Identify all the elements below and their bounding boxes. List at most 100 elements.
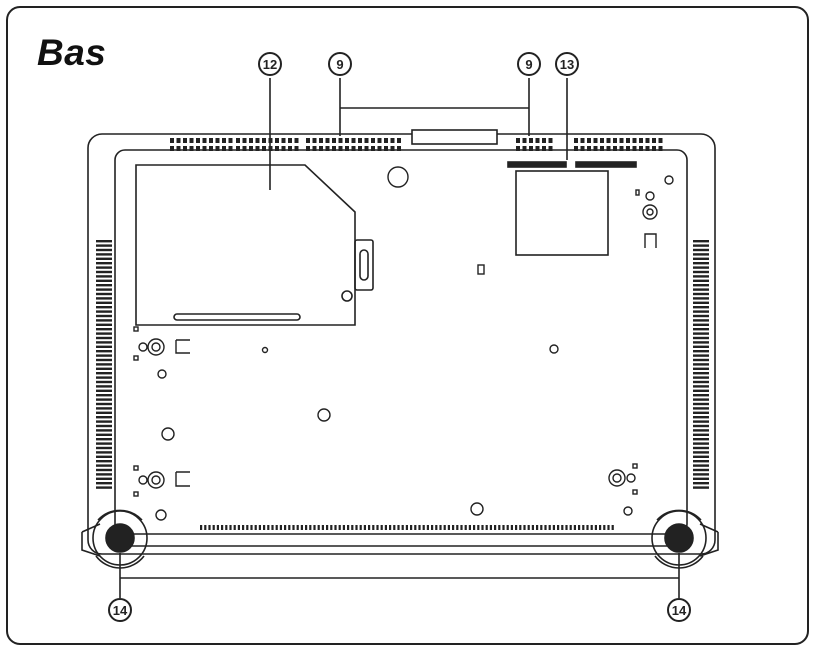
vent-slat xyxy=(306,146,310,151)
vent-slat xyxy=(228,138,233,143)
vent-slat xyxy=(189,138,194,143)
vent-slat xyxy=(693,398,709,401)
callout-9-left: 9 xyxy=(328,52,352,76)
vent-slat xyxy=(96,253,112,256)
vent-slat xyxy=(96,332,112,335)
vent-slat xyxy=(626,138,630,143)
vent-slat xyxy=(390,138,395,143)
vent-slat xyxy=(345,146,349,151)
vent-slat xyxy=(693,270,709,274)
vent-slat xyxy=(456,525,459,530)
vent-slat xyxy=(548,138,553,143)
vent-slat xyxy=(693,306,709,309)
vent-slat xyxy=(96,455,112,458)
vent-slat xyxy=(292,525,295,530)
vent-slat xyxy=(332,138,336,143)
vent-slat xyxy=(96,279,112,282)
vent-slat xyxy=(502,525,505,530)
vent-slat xyxy=(96,398,112,401)
vent-slat xyxy=(225,525,228,530)
vent-slat xyxy=(96,468,112,472)
vent-slat xyxy=(443,525,446,530)
vent-slat xyxy=(96,244,112,247)
vent-slat xyxy=(347,525,350,530)
vent-slat xyxy=(325,146,330,151)
vent-slat xyxy=(693,433,709,436)
vent-slat xyxy=(693,372,709,375)
vent-slat xyxy=(593,146,598,151)
vent-slat xyxy=(363,525,366,530)
vent-slat xyxy=(693,376,709,379)
svg-text:14: 14 xyxy=(113,603,128,618)
vent-slat xyxy=(189,146,194,151)
vent-slat xyxy=(221,525,224,530)
vent-slat xyxy=(611,525,614,530)
vent-slat xyxy=(208,525,211,530)
vent-slat xyxy=(447,525,450,530)
vent-slat xyxy=(506,525,509,530)
vent-slat xyxy=(548,525,551,530)
vent-slat xyxy=(390,146,395,151)
vent-slat xyxy=(565,525,568,530)
vent-slat xyxy=(342,525,345,530)
screws-and-holes xyxy=(133,166,674,521)
vent-slat xyxy=(498,525,501,530)
leader-lines xyxy=(119,78,680,598)
vent-slat xyxy=(176,138,181,143)
vent-slat xyxy=(96,411,112,414)
vent-slat xyxy=(275,138,279,143)
vent-slat xyxy=(96,464,112,467)
vent-slat xyxy=(229,525,232,530)
vent-slat xyxy=(209,138,213,143)
vent-slat xyxy=(170,138,174,143)
vent-slat xyxy=(693,482,709,485)
left-side-vents xyxy=(96,240,112,489)
vent-slat xyxy=(693,363,709,366)
page-frame xyxy=(6,6,809,645)
vent-slat xyxy=(693,486,709,489)
vent-slat xyxy=(377,146,382,151)
vent-slat xyxy=(96,292,112,296)
vent-slat xyxy=(693,284,709,287)
vent-slat xyxy=(693,473,709,476)
vent-slat xyxy=(414,525,417,530)
vent-slat xyxy=(330,525,333,530)
vent-slat xyxy=(96,319,112,322)
lamp-cover xyxy=(135,164,374,326)
vent-slat xyxy=(209,146,213,151)
vent-slat xyxy=(242,146,247,151)
vent-slat xyxy=(183,146,187,151)
vent-slat xyxy=(658,146,663,151)
vent-slat xyxy=(619,138,624,143)
vent-slat xyxy=(693,336,709,340)
vent-slat xyxy=(693,411,709,414)
vent-slat xyxy=(464,525,467,530)
vent-slat xyxy=(548,146,553,151)
vent-slat xyxy=(281,138,286,143)
vent-slat xyxy=(693,416,709,419)
vent-slat xyxy=(196,138,200,143)
vent-slat xyxy=(693,257,709,260)
vent-slat xyxy=(176,146,181,151)
vent-slat xyxy=(693,438,709,441)
vent-slat xyxy=(96,394,112,397)
vent-slat xyxy=(255,138,260,143)
vent-slat xyxy=(645,138,650,143)
vent-slat xyxy=(351,138,356,143)
vent-slat xyxy=(332,146,336,151)
vent-slat xyxy=(233,525,236,530)
vent-slat xyxy=(569,525,572,530)
vent-slat xyxy=(96,446,112,450)
vent-slat xyxy=(313,525,316,530)
vent-slat xyxy=(693,345,709,348)
vent-slat xyxy=(183,138,187,143)
vent-slat xyxy=(228,146,233,151)
vent-slat xyxy=(600,146,604,151)
vent-slat xyxy=(371,138,375,143)
vent-slat xyxy=(300,525,303,530)
vent-slat xyxy=(600,138,604,143)
vent-slat xyxy=(236,146,240,151)
vent-slat xyxy=(693,442,709,445)
vent-slat xyxy=(242,138,247,143)
